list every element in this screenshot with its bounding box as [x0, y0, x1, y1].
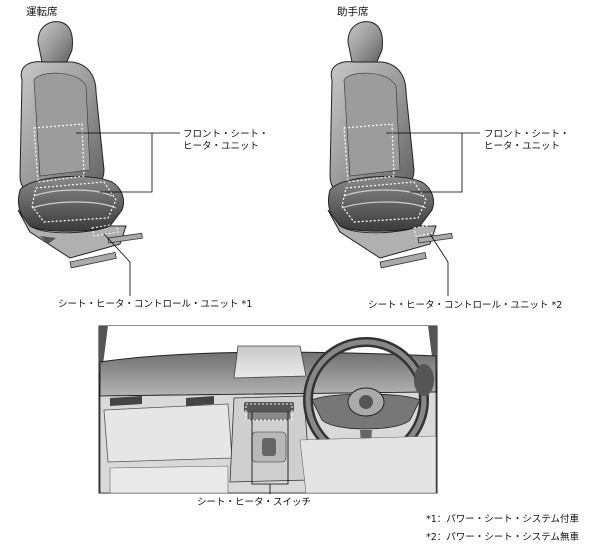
- passenger-front-unit-label-1: フロント・シート・: [484, 129, 570, 140]
- driver-front-unit-label-2: ヒータ・ユニット: [183, 141, 260, 152]
- dashboard-illustration: [98, 325, 438, 494]
- passenger-leader-lines: [386, 132, 480, 296]
- driver-control-unit-label: シート・ヒータ・コントロール・ユニット *1: [58, 299, 253, 310]
- passenger-front-unit-label-2: ヒータ・ユニット: [484, 141, 561, 152]
- seat-heater-switch-label: シート・ヒータ・スイッチ: [197, 497, 312, 508]
- passenger-seat-illustration: [327, 21, 453, 269]
- passenger-control-unit-label: シート・ヒータ・コントロール・ユニット *2: [368, 300, 563, 311]
- driver-seat-illustration: [17, 21, 143, 269]
- driver-leader-lines: [76, 132, 180, 296]
- driver-seat-title: 運転席: [26, 6, 58, 18]
- driver-front-unit-label-1: フロント・シート・: [183, 129, 269, 140]
- switch-leader-lines: [251, 412, 289, 494]
- footnote-2: *2：パワー・シート・システム無車: [426, 532, 580, 543]
- passenger-seat-title: 助手席: [337, 6, 369, 18]
- footnote-1: *1：パワー・シート・システム付車: [426, 514, 580, 525]
